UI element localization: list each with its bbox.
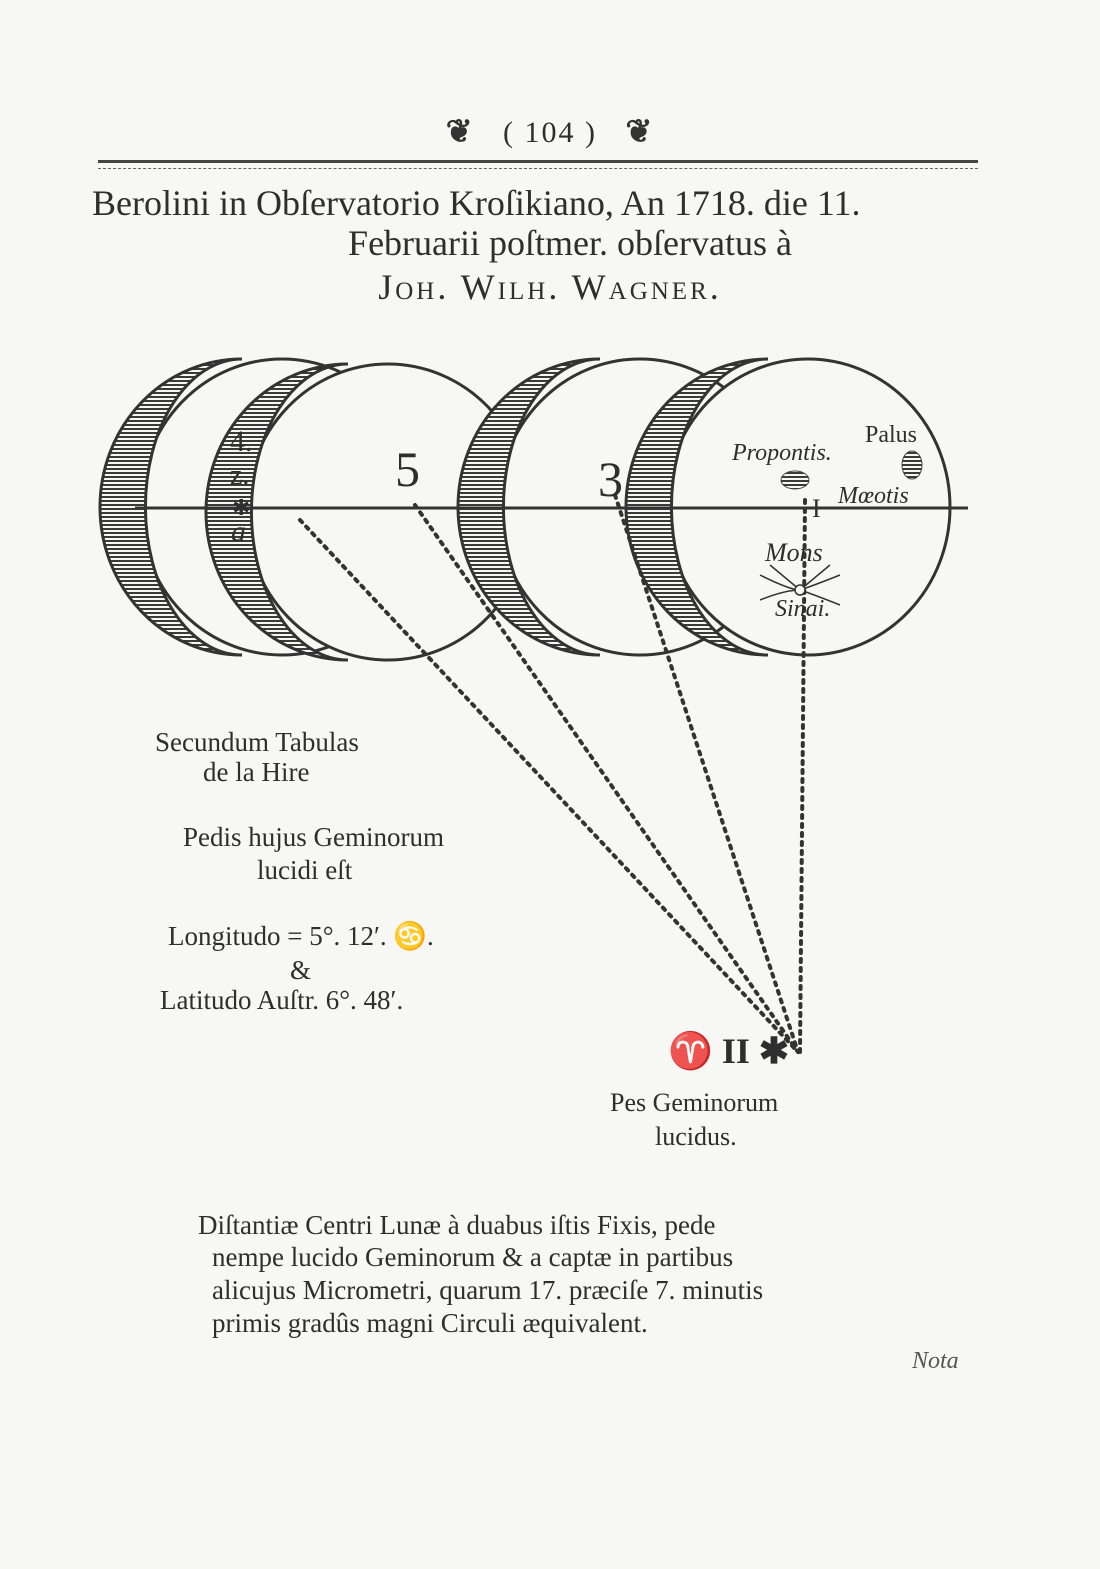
longitudo: Longitudo = 5°. 12′. ♋. — [168, 921, 434, 951]
feature-sinai: Sinai. — [775, 596, 831, 622]
title-line-1: Berolini in Obſervatorio Kroſikiano, An … — [92, 183, 861, 223]
pedis-line-2: lucidi eſt — [257, 855, 353, 885]
caption-line-3: alicujus Micrometri, quarum 17. præciſe … — [212, 1275, 764, 1305]
tabulas-line-2: de la Hire — [203, 757, 310, 787]
latitudo: Latitudo Auſtr. 6°. 48′. — [160, 985, 404, 1015]
gemini-star-symbol: ♈ II ✱ — [668, 1031, 790, 1071]
star-caption-line-2: lucidus. — [655, 1122, 737, 1151]
caption-line-2: nempe lucido Geminorum & a captæ in part… — [212, 1242, 734, 1272]
star-a-icon: ✱ — [232, 495, 251, 520]
moon-3-shadow-crescent — [456, 357, 601, 657]
moon-label-4: 4. — [230, 425, 253, 458]
ray-moon-5 — [413, 503, 800, 1054]
moon-5-disk — [204, 362, 532, 662]
feature-maeotis: Mœotis — [838, 483, 909, 509]
et-sign: & — [290, 955, 312, 985]
running-head: ❦ ( 104 ) ❦ — [0, 112, 1100, 150]
mountain-rays-icon — [759, 564, 841, 606]
feature-marker-1: I — [812, 494, 821, 523]
page-number: ( 104 ) — [503, 116, 597, 149]
star-z-label: z. — [230, 460, 250, 491]
pedis-line-1: Pedis hujus Geminorum — [183, 822, 444, 852]
header-rule — [98, 160, 978, 169]
ray-moon-4 — [298, 518, 800, 1054]
feature-mons: Mons — [765, 538, 823, 567]
caption-line-1: Diſtantiæ Centri Lunæ à duabus iſtis Fix… — [198, 1210, 716, 1240]
title-line-2: Februarii poſtmer. obſervatus à — [348, 223, 792, 263]
ornament-left: ❦ — [445, 113, 475, 149]
feature-propontis: Propontis. — [732, 440, 832, 466]
tabulas-line-1: Secundum Tabulas — [155, 727, 359, 757]
star-a-label: a — [231, 515, 246, 548]
moon-1-shadow-crescent — [624, 357, 769, 657]
moon-5-shadow-crescent — [204, 362, 349, 662]
caption-line-4: primis gradûs magni Circuli æquivalent. — [212, 1308, 648, 1338]
moon-label-5: 5 — [395, 441, 420, 497]
catchword: Nota — [912, 1348, 959, 1374]
moon-label-3: 3 — [598, 451, 623, 507]
sea-patches-icon — [780, 450, 923, 490]
title-line-3-author: Joh. Wilh. Wagner. — [378, 267, 722, 307]
ray-moon-3 — [613, 493, 800, 1054]
star-caption-line-1: Pes Geminorum — [610, 1088, 779, 1117]
ornament-right: ❦ — [625, 113, 655, 149]
moon-4-shadow-crescent — [98, 357, 243, 657]
feature-palus: Palus — [865, 422, 918, 448]
